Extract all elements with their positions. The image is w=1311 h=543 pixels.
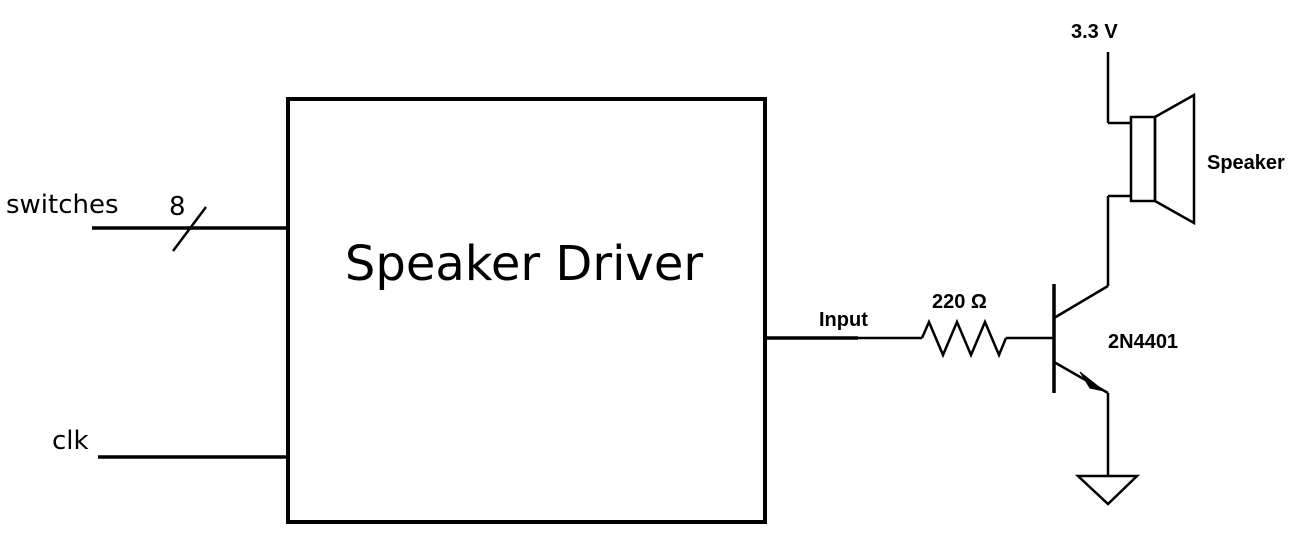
speaker-driver-block <box>286 97 767 524</box>
block-title: Speaker Driver <box>345 236 703 292</box>
speaker-cone <box>1153 92 1196 226</box>
switches-label: switches <box>6 190 119 220</box>
speaker-icon <box>1129 115 1157 203</box>
bus-slash <box>172 206 207 252</box>
transistor-collector <box>1053 284 1109 320</box>
transistor-label: 2N4401 <box>1108 331 1178 353</box>
resistor-label: 220 Ω <box>932 291 987 313</box>
clk-label: clk <box>52 426 89 456</box>
speaker-label: Speaker <box>1207 152 1285 174</box>
resistor-symbol <box>920 318 1008 359</box>
ground-icon <box>1074 474 1141 506</box>
supply-label: 3.3 V <box>1071 21 1118 43</box>
bus-width-label: 8 <box>169 192 186 222</box>
emitter-arrow <box>1079 371 1105 392</box>
output-label: Input <box>819 309 868 331</box>
